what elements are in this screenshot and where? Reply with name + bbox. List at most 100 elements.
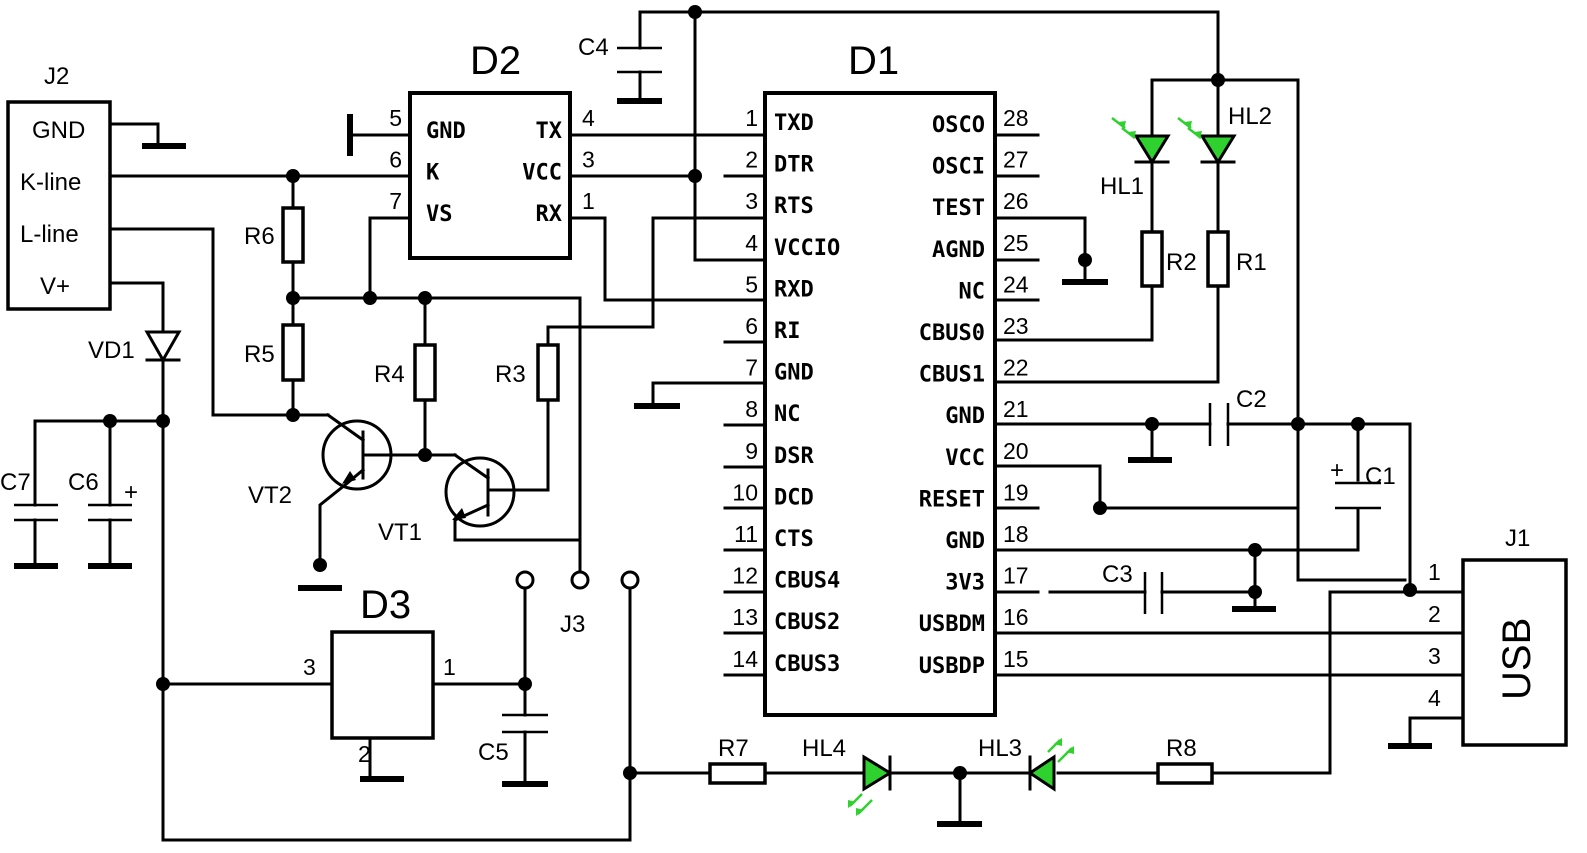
- d3-title: D3: [360, 583, 411, 627]
- d1-pin-name: NC: [959, 279, 986, 304]
- d1-pin-number: 14: [732, 646, 758, 672]
- vt1-label: VT1: [378, 519, 422, 546]
- d1-pin-name: AGND: [932, 238, 985, 263]
- hl1-label: HL1: [1100, 173, 1144, 200]
- d2-pin-name: VCC: [522, 161, 562, 186]
- c6-label: C6: [68, 469, 99, 496]
- diode-vd1: VD1: [88, 330, 182, 364]
- d1-pin-name: CBUS4: [774, 569, 840, 594]
- vt2-label: VT2: [248, 482, 292, 509]
- d2-pin-number: 4: [582, 105, 595, 131]
- d1-pin-number: 5: [745, 271, 758, 297]
- d2-pin-name: VS: [426, 202, 453, 227]
- j3-contacts: [515, 570, 640, 590]
- d1-pin-name: GND: [945, 529, 985, 554]
- d2-title: D2: [470, 39, 521, 83]
- d2-pin-name: TX: [536, 119, 563, 144]
- d1-pin-number: 21: [1003, 396, 1029, 422]
- c3-label: C3: [1102, 561, 1133, 588]
- d1-pin-name: RTS: [774, 194, 814, 219]
- d1-pin-number: 13: [732, 604, 758, 630]
- d1-pin-number: 19: [1003, 479, 1029, 505]
- d1-pin-number: 3: [745, 188, 758, 214]
- j1-pin-1: 1: [1428, 559, 1441, 585]
- c5-label: C5: [478, 739, 509, 766]
- d1-pin-name: RI: [774, 319, 801, 344]
- resistors: R1 R2 R3 R4 R5 R6 R7 R8: [244, 206, 1267, 785]
- d1-pin-number: 9: [745, 438, 758, 464]
- r7-label: R7: [718, 735, 749, 762]
- r3-label: R3: [495, 361, 526, 388]
- j2-pin-gnd: GND: [32, 117, 85, 144]
- d1-pin-name: DCD: [774, 485, 814, 510]
- j2-title: J2: [44, 63, 69, 90]
- c4-label: C4: [578, 34, 609, 61]
- c2-label: C2: [1236, 386, 1267, 413]
- c6-plus: +: [124, 479, 138, 506]
- d2-pin-number: 7: [389, 188, 402, 214]
- d1-pin-number: 24: [1003, 271, 1029, 297]
- transistors: VT2 VT1: [248, 412, 520, 546]
- d1-pin-number: 7: [745, 355, 758, 381]
- j2-pin-k-line: K-line: [20, 169, 81, 196]
- d1-pin-number: 1: [745, 105, 758, 131]
- c1-label: C1: [1365, 463, 1396, 490]
- d1-pin-name: TXD: [774, 111, 814, 136]
- j3-title: J3: [560, 611, 585, 638]
- d1-pin-name: GND: [945, 404, 985, 429]
- d1-pin-number: 11: [734, 521, 758, 547]
- hl4-label: HL4: [802, 735, 846, 762]
- d1-pin-name: VCC: [945, 446, 985, 471]
- d1-pin-name: DTR: [774, 153, 814, 178]
- d1-pin-name: CBUS1: [919, 363, 985, 388]
- d1-pin-number: 4: [745, 230, 758, 256]
- d1-pin-number: 18: [1003, 521, 1029, 547]
- junction-dots: [103, 5, 1417, 780]
- j1-usb-label: USB: [1495, 618, 1539, 700]
- c7-label: C7: [0, 469, 31, 496]
- d2-pin-number: 1: [582, 188, 595, 214]
- d1-pin-name: DSR: [774, 444, 814, 469]
- leds: HL1 HL2 HL3 HL4: [802, 103, 1272, 816]
- d3-pin-gnd: 2: [358, 741, 371, 767]
- d2-pin-number: 3: [582, 147, 595, 173]
- j2-pin-l-line: L-line: [20, 221, 79, 248]
- d3-pin-out: 1: [443, 654, 456, 680]
- d1-pin-name: CBUS2: [774, 610, 840, 635]
- d1-pin-number: 20: [1003, 438, 1029, 464]
- d2-pin-number: 5: [389, 105, 402, 131]
- capacitors: C1 + C2 C3 C4 C5 C6 + C7: [0, 34, 1396, 766]
- d1-pin-name: RXD: [774, 277, 814, 302]
- d2-pin-name: RX: [536, 202, 563, 227]
- d1-pin-name: GND: [774, 361, 814, 386]
- d3-pin-in: 3: [303, 654, 316, 680]
- d1-pin-name: CBUS0: [919, 321, 985, 346]
- d1-pin-name: OSCO: [932, 113, 985, 138]
- d1-pin-name: RESET: [919, 487, 985, 512]
- d1-pin-name: OSCI: [932, 155, 985, 180]
- d2-pin-number: 6: [389, 147, 402, 173]
- r6-label: R6: [244, 223, 275, 250]
- r2-label: R2: [1166, 249, 1197, 276]
- d1-pin-name: 3V3: [945, 571, 985, 596]
- d1-pin-name: NC: [774, 402, 801, 427]
- d1-pin-number: 27: [1003, 147, 1029, 173]
- hl3-label: HL3: [978, 735, 1022, 762]
- d1-pin-number: 6: [745, 313, 758, 339]
- d1-pin-number: 23: [1003, 313, 1029, 339]
- r8-label: R8: [1166, 735, 1197, 762]
- d1-pin-number: 12: [732, 563, 758, 589]
- d2-pin-name: GND: [426, 119, 466, 144]
- r4-label: R4: [374, 361, 405, 388]
- r5-label: R5: [244, 341, 275, 368]
- d1-pin-name: USBDP: [919, 654, 985, 679]
- d1-pin-number: 8: [745, 396, 758, 422]
- j1-pin-3: 3: [1428, 643, 1441, 669]
- j1-pin-4: 4: [1428, 685, 1441, 711]
- d1-pin-number: 15: [1003, 646, 1029, 672]
- d1-pin-name: CTS: [774, 527, 814, 552]
- chip-d3: D3 3 1 2: [303, 583, 456, 767]
- j1-title: J1: [1505, 525, 1530, 552]
